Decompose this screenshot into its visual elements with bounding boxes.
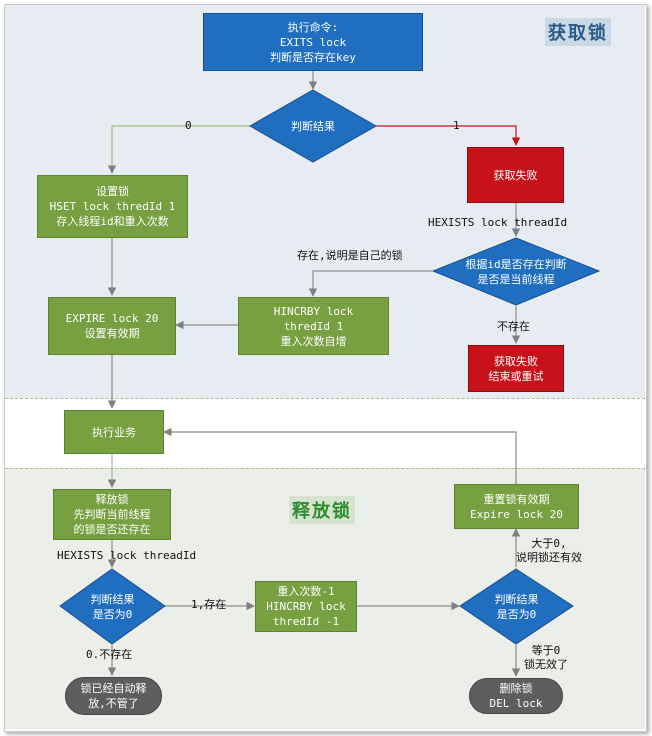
release-lock-line-2: 先判断当前线程 (73, 508, 151, 521)
label-not-exists: 不存在 (497, 320, 530, 333)
label-greater-line-2: 说明锁还有效 (516, 551, 582, 564)
hincrby-line-1: HINCRBY lock (273, 304, 354, 318)
check-own-thread-diamond: 根据id是否存在判断 是否是当前线程 (432, 237, 600, 306)
acquire-fail-text: 获取失败 (493, 168, 538, 182)
label-greater-than-zero: 大于0, 说明锁还有效 (516, 537, 582, 565)
delete-lock-terminal: 删除锁 DEL lock (469, 678, 563, 714)
exec-business-text: 执行业务 (92, 425, 136, 439)
check-own-line-2: 是否是当前线程 (477, 272, 555, 286)
release-lock-line-1: 释放锁 (95, 493, 129, 506)
arrow-judge-to-fail (376, 125, 521, 146)
delete-lock-line-2: DEL lock (489, 697, 543, 710)
decrement-line-1: 重入次数-1 (277, 585, 335, 598)
hincrby-box: HINCRBY lock thredId 1 重入次数自增 (238, 297, 389, 355)
reset-expire-line-2: Expire lock 20 (470, 507, 563, 521)
label-zero-not-exists: 0.不存在 (86, 648, 133, 661)
acquire-fail-box: 获取失败 (467, 147, 564, 203)
exec-command-line-3: 判断是否存在key (270, 50, 356, 64)
judge-zero-left-diamond: 判断结果 是否为0 (59, 568, 166, 645)
exec-command-line-1: 执行命令: (287, 20, 339, 34)
label-hexists-bottom: HEXISTS lock threadId (57, 549, 197, 562)
decrement-line-2: HINCRBY lock (266, 600, 346, 613)
arrow-check-to-hincrby (308, 270, 432, 297)
auto-released-terminal: 锁已经自动释 放,不管了 (65, 677, 162, 715)
set-lock-line-3: 存入线程id和重入次数 (56, 215, 169, 228)
arrow-judge-to-setlock (107, 125, 250, 174)
auto-released-line-1: 锁已经自动释 (80, 682, 147, 695)
exec-command-box: 执行命令: EXITS lock 判断是否存在key (203, 13, 423, 71)
zone-divider-top (5, 398, 645, 399)
fail-retry-line-1: 获取失败 (494, 354, 538, 368)
label-zero: 0 (185, 119, 192, 132)
label-greater-line-1: 大于0, (531, 537, 567, 550)
zone-divider-bottom (5, 468, 645, 469)
hincrby-line-3: 重入次数自增 (280, 334, 347, 348)
reset-expire-line-1: 重置锁有效期 (483, 492, 550, 506)
expire-line-1: EXPIRE lock 20 (65, 312, 159, 325)
release-lock-title: 释放锁 (289, 496, 355, 524)
exec-command-line-2: EXITS lock (279, 35, 347, 49)
hincrby-line-2: thredId 1 (283, 319, 344, 333)
label-equals-line-1: 等于0 (531, 644, 561, 657)
set-lock-line-1: 设置锁 (96, 185, 129, 198)
judge-zero-right-line-1: 判断结果 (494, 592, 539, 606)
exec-business-box: 执行业务 (64, 410, 164, 454)
judge-zero-right-line-2: 是否为0 (496, 607, 537, 621)
decrement-line-3: thredId -1 (272, 615, 340, 628)
fail-retry-line-2: 结束或重试 (488, 369, 544, 383)
check-own-line-1: 根据id是否存在判断 (465, 257, 567, 271)
auto-released-line-2: 放,不管了 (88, 697, 139, 710)
label-exists-self: 存在,说明是自己的锁 (297, 249, 403, 262)
delete-lock-line-1: 删除锁 (499, 682, 533, 695)
judge-result-diamond: 判断结果 (249, 89, 377, 163)
release-lock-line-3: 的锁是否还存在 (73, 523, 151, 536)
judge-zero-right-diamond: 判断结果 是否为0 (459, 568, 574, 645)
label-hexists-top: HEXISTS lock threadId (428, 216, 568, 229)
set-lock-box: 设置锁 HSET lock thredId 1 存入线程id和重入次数 (37, 175, 188, 238)
judge-zero-left-line-2: 是否为0 (92, 607, 133, 621)
reset-expire-box: 重置锁有效期 Expire lock 20 (454, 484, 579, 529)
judge-result-text: 判断结果 (291, 119, 335, 133)
set-lock-line-2: HSET lock thredId 1 (49, 200, 176, 213)
decrement-box: 重入次数-1 HINCRBY lock thredId -1 (255, 581, 357, 632)
release-lock-box: 释放锁 先判断当前线程 的锁是否还存在 (53, 489, 171, 540)
expire-box: EXPIRE lock 20 设置有效期 (48, 297, 176, 355)
label-equals-line-2: 锁无效了 (524, 658, 568, 671)
expire-line-2: 设置有效期 (84, 327, 140, 340)
acquire-lock-title: 获取锁 (545, 18, 611, 46)
judge-zero-left-line-1: 判断结果 (90, 592, 135, 606)
arrow-reset-to-business (163, 427, 517, 484)
label-one: 1 (453, 119, 460, 132)
label-equals-zero: 等于0 锁无效了 (524, 644, 568, 672)
label-one-exists: 1,存在 (191, 598, 227, 611)
fail-or-retry-box: 获取失败 结束或重试 (468, 345, 564, 392)
